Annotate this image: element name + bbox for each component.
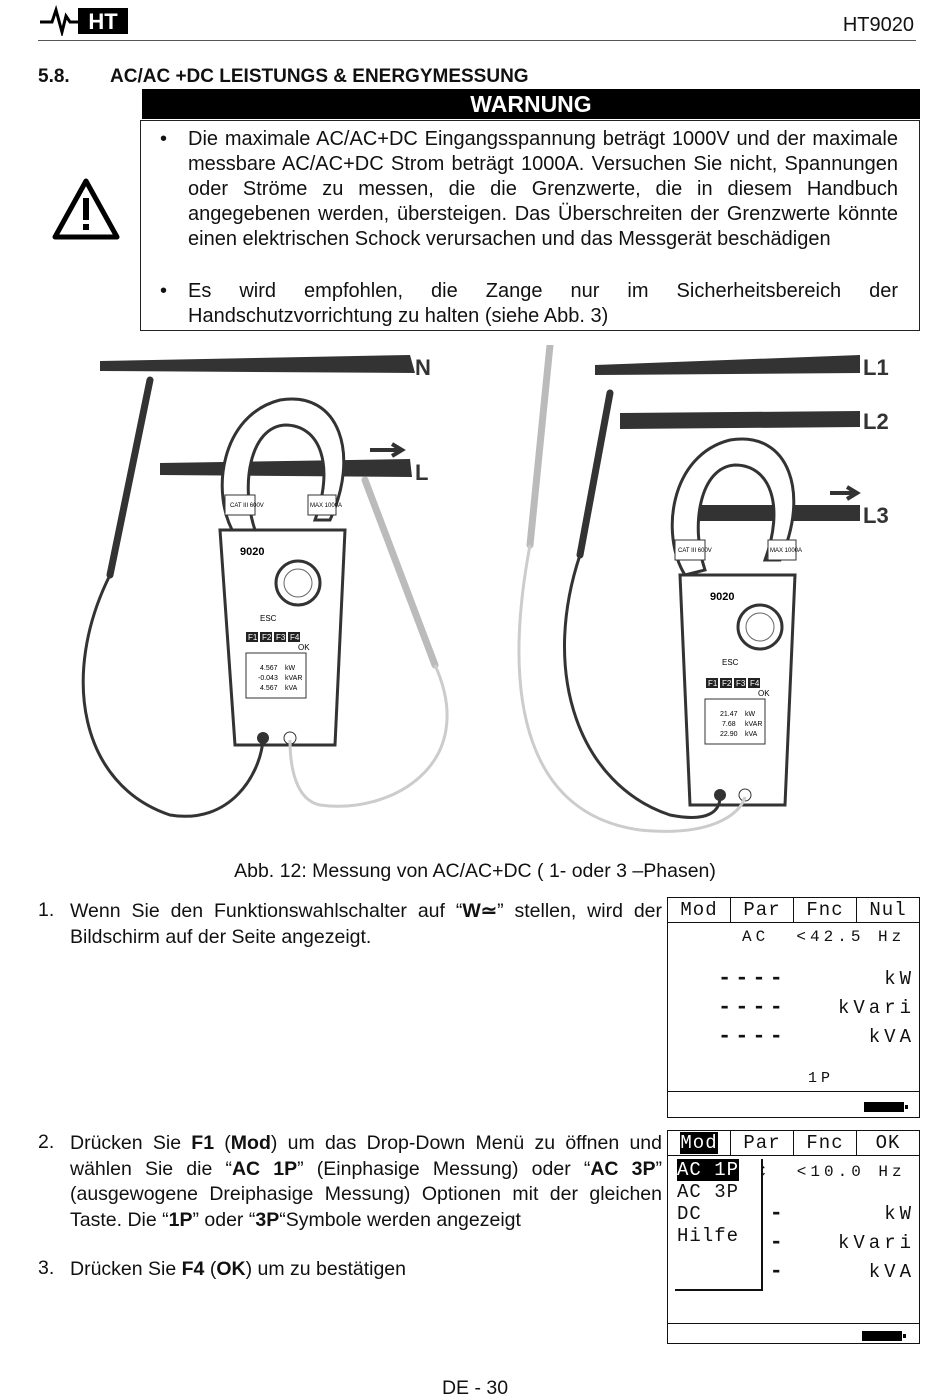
step-number: 2. <box>38 1131 55 1153</box>
lcd-phase-indicator: 1P <box>808 1070 835 1087</box>
svg-text:kVA: kVA <box>745 731 758 738</box>
menu-item-ac-1p[interactable]: AC 1P <box>677 1159 740 1181</box>
lcd-display-mod-menu: Mod Par Fnc OK C <10.0 Hz ---- kW ---- k… <box>667 1130 920 1344</box>
conductor-label-l3: L3 <box>863 503 889 528</box>
phase-conductor-l2 <box>620 411 860 429</box>
svg-text:kVAR: kVAR <box>285 675 302 682</box>
svg-text:4.567: 4.567 <box>260 685 278 692</box>
warning-triangle-icon <box>52 178 120 240</box>
lcd-value-kvar: ---- <box>718 995 787 1020</box>
warning-bullet: • <box>160 128 168 150</box>
lcd-value-kw: ---- <box>718 966 787 991</box>
svg-text:MAX 1000A: MAX 1000A <box>770 548 802 554</box>
warning-item-1: Die maximale AC/AC+DC Eingangsspannung b… <box>188 128 898 250</box>
step-number: 3. <box>38 1257 55 1279</box>
conductor-label-l2: L2 <box>863 409 889 434</box>
conductor-label-l1: L1 <box>863 355 889 380</box>
svg-text:OK: OK <box>298 643 310 652</box>
lcd-unit-kva: kVA <box>868 1261 915 1283</box>
svg-text:ESC: ESC <box>260 614 277 623</box>
svg-text:F3: F3 <box>276 633 286 642</box>
brand-text: HT <box>88 9 118 34</box>
lcd-display-initial: Mod Par Fnc Nul AC <42.5 Hz ---- kW ----… <box>667 897 920 1118</box>
tab-nul[interactable]: Nul <box>869 899 907 921</box>
lcd-status: C <10.0 Hz <box>756 1163 906 1181</box>
section-title: AC/AC +DC LEISTUNGS & ENERGYMESSUNG <box>110 66 529 87</box>
tab-ok[interactable]: OK <box>875 1132 901 1154</box>
ht-logo: HT <box>40 4 128 36</box>
step-3-text: Drücken Sie F4 (OK) um zu bestätigen <box>70 1258 406 1280</box>
svg-text:OK: OK <box>758 689 770 698</box>
current-arrow-icon <box>370 442 406 458</box>
phase-conductor-l1 <box>595 355 860 375</box>
lcd-unit-kvar: kVari <box>837 997 915 1019</box>
warning-item-2: Es wird empfohlen, die Zange nur im Sich… <box>188 280 898 327</box>
svg-text:22.90: 22.90 <box>720 731 738 738</box>
lcd-divider <box>668 1323 919 1324</box>
svg-text:F1: F1 <box>248 633 258 642</box>
svg-text:7.68: 7.68 <box>722 721 736 728</box>
lcd-unit-kw: kW <box>884 1203 915 1225</box>
svg-text:9020: 9020 <box>710 591 734 603</box>
svg-text:kW: kW <box>285 665 296 672</box>
svg-text:MAX 1000A: MAX 1000A <box>310 503 342 509</box>
menu-item-ac-3p[interactable]: AC 3P <box>677 1181 740 1203</box>
svg-text:21.47: 21.47 <box>720 711 738 718</box>
current-arrow-icon <box>830 485 861 501</box>
svg-text:kW: kW <box>745 711 756 718</box>
svg-text:F4: F4 <box>750 679 760 688</box>
lcd-tab-bar: Mod Par Fnc Nul <box>668 898 919 923</box>
battery-icon <box>862 1331 906 1341</box>
svg-text:F3: F3 <box>736 679 746 688</box>
svg-text:CAT III 600V: CAT III 600V <box>678 548 712 554</box>
svg-text:-0.043: -0.043 <box>258 675 278 682</box>
model-number: HT9020 <box>842 14 914 36</box>
warning-bullet: • <box>160 280 168 302</box>
svg-text:4.567: 4.567 <box>260 665 278 672</box>
svg-text:ESC: ESC <box>722 658 739 667</box>
tab-fnc[interactable]: Fnc <box>794 898 857 922</box>
svg-text:F1: F1 <box>708 679 718 688</box>
tab-par[interactable]: Par <box>731 1131 794 1155</box>
lcd-value-kva: ---- <box>718 1024 787 1049</box>
tab-fnc[interactable]: Fnc <box>794 1131 857 1155</box>
svg-text:F2: F2 <box>262 633 272 642</box>
svg-text:F4: F4 <box>290 633 300 642</box>
svg-text:9020: 9020 <box>240 546 264 558</box>
warning-box <box>140 120 920 331</box>
menu-item-hilfe[interactable]: Hilfe <box>677 1225 740 1247</box>
lcd-unit-kvar: kVari <box>837 1232 915 1254</box>
clamp-meter-left: CAT III 600V MAX 1000A 9020 F1 F2 F3 F4 … <box>218 397 347 747</box>
lcd-unit-kw: kW <box>884 968 915 990</box>
conductor-label-n: N <box>415 355 431 380</box>
lcd-unit-kva: kVA <box>868 1026 915 1048</box>
conductor-label-l: L <box>415 460 428 485</box>
step-1-text: Wenn Sie den Funktionswahlschalter auf “… <box>70 900 663 948</box>
header-divider <box>38 40 916 41</box>
lcd-divider <box>668 1091 919 1092</box>
section-number: 5.8. <box>38 66 70 87</box>
svg-text:CAT III 600V: CAT III 600V <box>230 503 264 509</box>
svg-text:kVA: kVA <box>285 685 298 692</box>
warning-title: WARNUNG <box>142 89 920 119</box>
tab-mod[interactable]: Mod <box>668 898 731 922</box>
page-number: DE - 30 <box>441 1377 509 1399</box>
line-conductor <box>160 459 412 477</box>
step-2-text: Drücken Sie F1 (Mod) um das Drop-Down Me… <box>70 1132 663 1231</box>
battery-icon <box>864 1102 908 1112</box>
clamp-meter-right: CAT III 600V MAX 1000A 9020 F1 F2 F3 F4 … <box>670 437 802 807</box>
svg-text:kVAR: kVAR <box>745 721 762 728</box>
mod-dropdown-menu: AC 1P AC 3P DC Hilfe <box>675 1159 763 1291</box>
step-number: 1. <box>38 899 55 921</box>
lcd-status: AC <42.5 Hz <box>742 928 906 946</box>
clamp-meter-figure: N L CAT III 600V MAX 1000A 9020 F1 F2 F3… <box>81 345 889 833</box>
tab-par[interactable]: Par <box>731 898 794 922</box>
tab-mod[interactable]: Mod <box>668 1131 731 1155</box>
phase-conductor-l3 <box>680 505 860 521</box>
neutral-conductor <box>100 355 415 373</box>
lcd-tab-bar: Mod Par Fnc OK <box>668 1131 919 1156</box>
svg-text:F2: F2 <box>722 679 732 688</box>
figure-caption: Abb. 12: Messung von AC/AC+DC ( 1- oder … <box>234 860 716 882</box>
menu-item-dc[interactable]: DC <box>677 1203 702 1225</box>
